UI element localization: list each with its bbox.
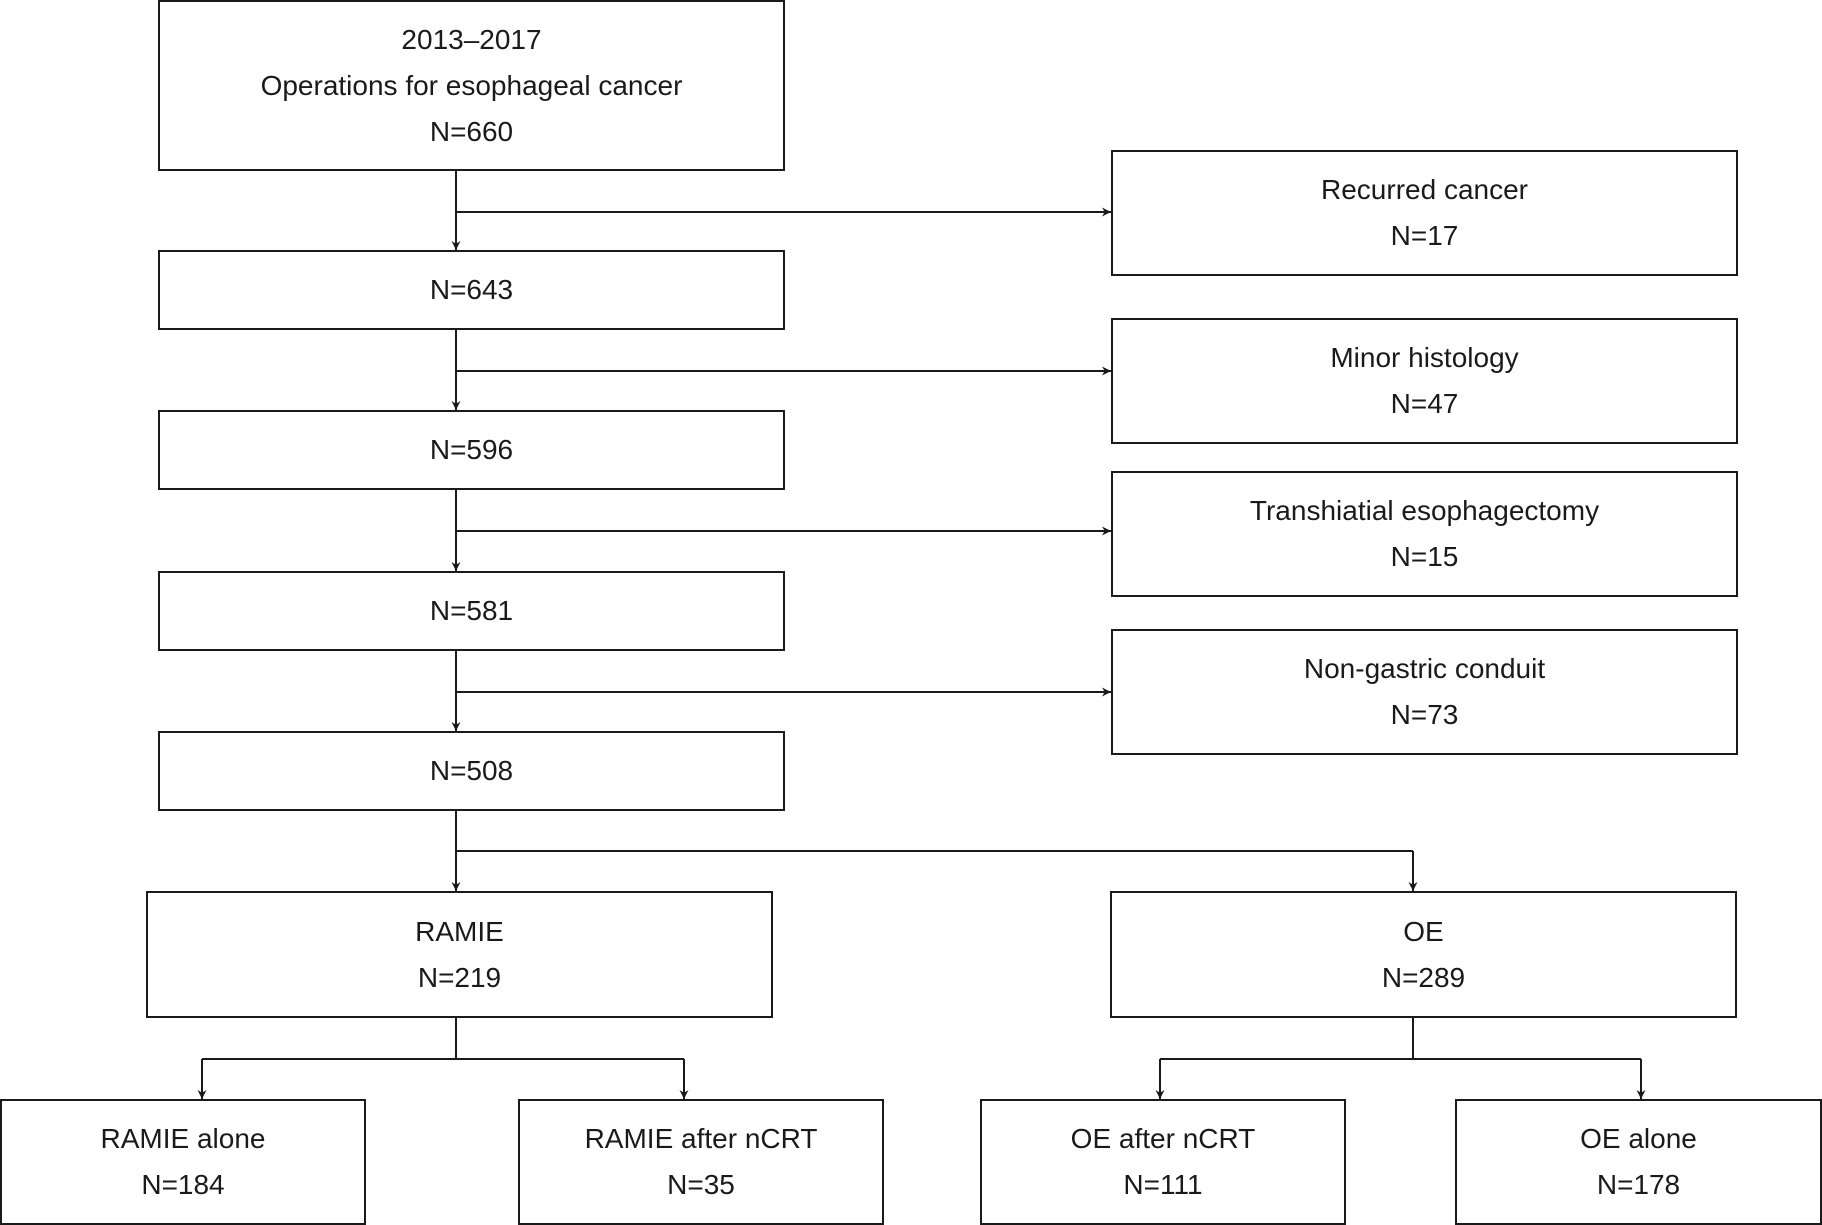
oe-alone-label: OE alone xyxy=(1580,1123,1697,1154)
start-label: Operations for esophageal cancer xyxy=(260,69,683,101)
start-period: 2013–2017 xyxy=(401,23,542,55)
step1-count: N=643 xyxy=(429,274,514,305)
exclusion-box-non-gastric: Non-gastric conduit N=73 xyxy=(1111,629,1738,755)
ramie-count: N=219 xyxy=(417,961,502,993)
exclusion-count: N=73 xyxy=(1390,699,1459,730)
exclusion-box-minor-histology: Minor histology N=47 xyxy=(1111,318,1738,444)
exclusion-count: N=15 xyxy=(1390,541,1459,572)
ramie-alone-box: RAMIE alone N=184 xyxy=(0,1099,366,1225)
exclusion-count: N=47 xyxy=(1390,388,1459,419)
exclusion-label: Minor histology xyxy=(1330,342,1519,373)
oe-nrct-box: OE after nCRT N=111 xyxy=(980,1099,1346,1225)
oe-nrct-count: N=111 xyxy=(1123,1169,1203,1200)
step2-box: N=596 xyxy=(158,410,785,490)
exclusion-label: Recurred cancer xyxy=(1321,174,1528,205)
ramie-alone-label: RAMIE alone xyxy=(100,1123,266,1154)
exclusion-box-recurred: Recurred cancer N=17 xyxy=(1111,150,1738,276)
exclusion-label: Transhiatial esophagectomy xyxy=(1249,495,1600,526)
start-count: N=660 xyxy=(429,115,514,147)
oe-alone-box: OE alone N=178 xyxy=(1455,1099,1822,1225)
start-box: 2013–2017 Operations for esophageal canc… xyxy=(158,0,785,171)
ramie-nrct-label: RAMIE after nCRT xyxy=(584,1123,818,1154)
exclusion-count: N=17 xyxy=(1390,220,1459,251)
oe-count: N=289 xyxy=(1381,961,1466,993)
oe-nrct-label: OE after nCRT xyxy=(1070,1123,1256,1154)
oe-label: OE xyxy=(1403,915,1444,947)
oe-alone-count: N=178 xyxy=(1596,1169,1681,1200)
step2-count: N=596 xyxy=(429,434,514,465)
step3-box: N=581 xyxy=(158,571,785,651)
step4-count: N=508 xyxy=(429,755,514,786)
ramie-label: RAMIE xyxy=(415,915,504,947)
ramie-alone-count: N=184 xyxy=(141,1169,225,1200)
ramie-nrct-box: RAMIE after nCRT N=35 xyxy=(518,1099,884,1225)
ramie-box: RAMIE N=219 xyxy=(146,891,773,1018)
exclusion-label: Non-gastric conduit xyxy=(1303,653,1546,684)
ramie-nrct-count: N=35 xyxy=(667,1169,735,1200)
step4-box: N=508 xyxy=(158,731,785,811)
exclusion-box-transhiatial: Transhiatial esophagectomy N=15 xyxy=(1111,471,1738,597)
oe-box: OE N=289 xyxy=(1110,891,1737,1018)
step1-box: N=643 xyxy=(158,250,785,330)
step3-count: N=581 xyxy=(429,595,514,626)
